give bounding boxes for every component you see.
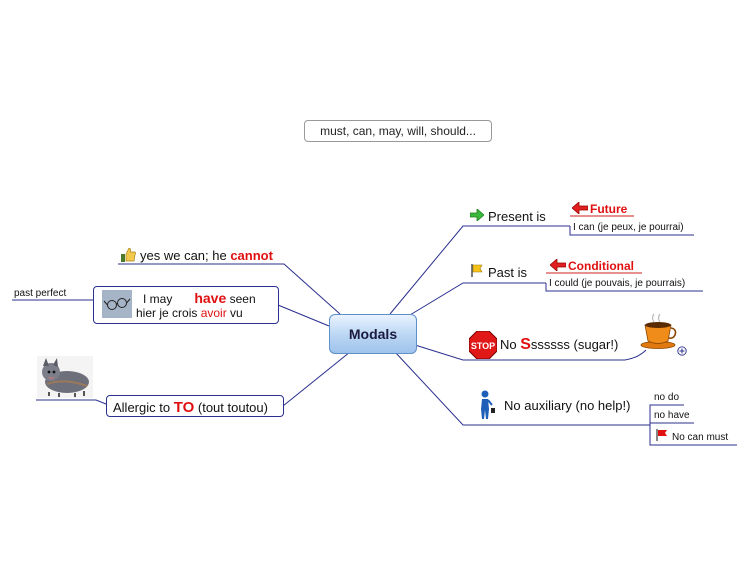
red-arrow-left-icon (550, 259, 566, 271)
perfect-avoir: avoir (200, 306, 227, 320)
edge-aux-sub3 (649, 425, 737, 446)
edge-past (404, 282, 546, 319)
allergic-post: (tout toutou) (194, 400, 268, 415)
note-box[interactable]: must, can, may, will, should... (304, 120, 492, 142)
edge-yes (118, 263, 341, 315)
perfect-node[interactable]: I may have seen hier je crois avoir vu (93, 286, 279, 324)
edge-perfect (277, 304, 330, 327)
conditional-tag[interactable]: Conditional (568, 259, 634, 273)
allergic-label: Allergic to TO (tout toutou) (113, 400, 268, 415)
aux-label[interactable]: No auxiliary (no help!) (504, 398, 631, 413)
past-detail[interactable]: I could (je pouvais, je pourrais) (549, 278, 686, 289)
perfect-vu: vu (226, 306, 243, 320)
edge-aux (394, 351, 650, 426)
stop-sign-text: STOP (471, 341, 495, 351)
yes-strong: cannot (230, 248, 273, 263)
perfect-line2: hier je crois avoir vu (136, 307, 243, 319)
present-detail[interactable]: I can (je peux, je pourrai) (573, 222, 684, 233)
edge-aux-sub2 (649, 422, 694, 425)
yes-label[interactable]: yes we can; he cannot (140, 249, 273, 262)
edge-past-sub (545, 283, 703, 292)
allergic-strong: TO (173, 399, 195, 416)
future-tag[interactable]: Future (590, 202, 628, 216)
green-arrow-right-icon (470, 209, 484, 221)
present-label[interactable]: Present is (488, 209, 546, 224)
stop-label[interactable]: No Sssssss (sugar!) (500, 337, 618, 353)
person-figure-icon (481, 390, 495, 419)
stop-rest: ssssss (sugar!) (530, 337, 619, 352)
yes-pre: yes we can; he (140, 248, 231, 263)
note-text: must, can, may, will, should... (320, 124, 476, 138)
yellow-flag-icon (471, 264, 483, 277)
perfect-line1: I may have seen (143, 291, 256, 305)
stop-big-s: S (520, 336, 531, 353)
perfect-have: have (194, 290, 227, 306)
perfect-crois: hier je crois (136, 306, 201, 320)
stop-sign-icon: STOP (469, 331, 497, 359)
stop-pre: No (500, 337, 521, 352)
glasses-image-icon (102, 290, 132, 318)
edge-stop (414, 344, 647, 361)
perfect-seen: seen (226, 292, 256, 306)
edge-aux-sub1 (649, 404, 684, 425)
edge-dog (36, 399, 107, 405)
perfect-may: I may (143, 292, 173, 306)
allergic-pre: Allergic to (113, 400, 174, 415)
edge-allergic (282, 351, 351, 407)
root-label: Modals (348, 326, 398, 342)
edge-present (389, 225, 570, 315)
red-flag-icon (656, 429, 667, 441)
thumbs-up-icon (121, 248, 136, 262)
red-arrow-left-icon (572, 202, 588, 214)
aux-item-no-can-must[interactable]: No can must (672, 432, 729, 443)
allergic-node[interactable]: Allergic to TO (tout toutou) (106, 395, 284, 417)
root-node[interactable]: Modals (329, 314, 417, 354)
past-label[interactable]: Past is (488, 265, 528, 280)
aux-item-no-do[interactable]: no do (654, 392, 680, 403)
coffee-cup-icon (640, 313, 677, 349)
dog-image-icon (37, 356, 93, 398)
past-perfect-tag[interactable]: past perfect (14, 288, 67, 299)
edge-present-sub (569, 226, 694, 236)
aux-item-no-have[interactable]: no have (654, 410, 690, 421)
expand-plus-icon[interactable] (677, 346, 687, 356)
